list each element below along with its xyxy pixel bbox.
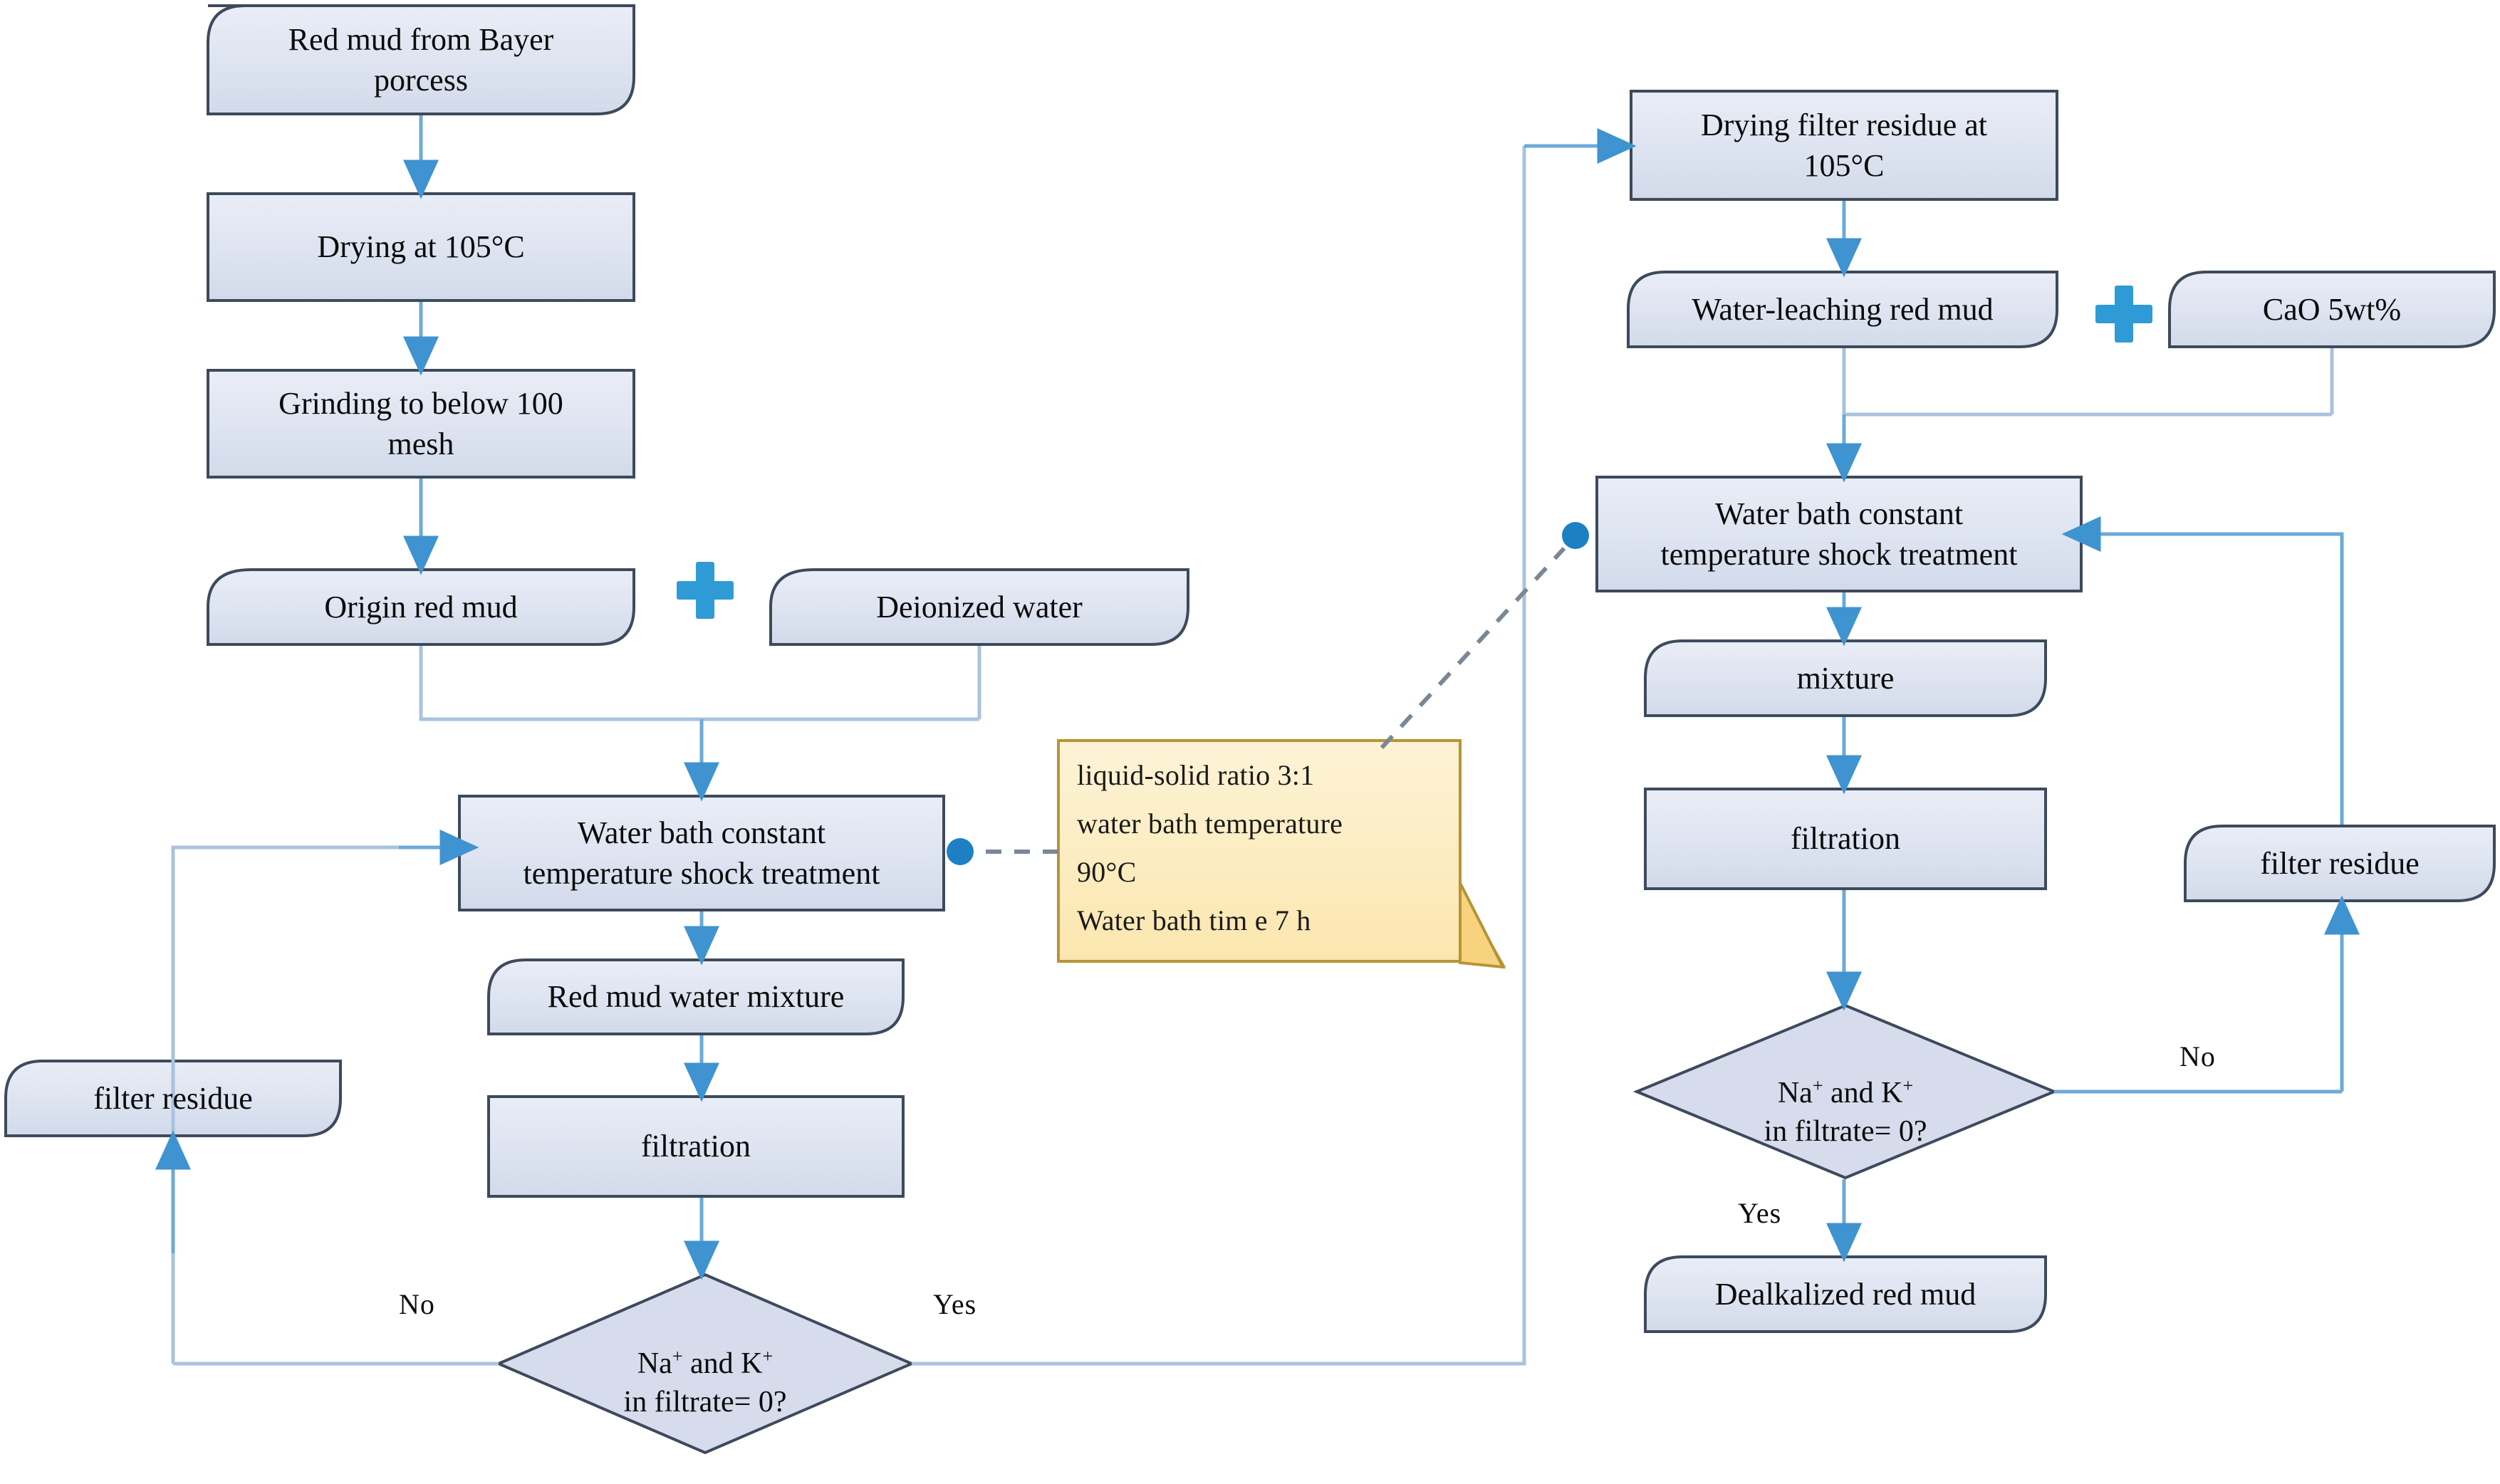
edge-no-loop-right bbox=[2054, 532, 2344, 1094]
edge-label-yes-right: Yes bbox=[1738, 1197, 1782, 1229]
node-shape-mixture[interactable] bbox=[1644, 639, 2047, 717]
node-shape-drying-filter-residue[interactable] bbox=[1630, 90, 2058, 201]
node-shape-red-mud-source[interactable] bbox=[207, 4, 635, 115]
callout-line-4: Water bath tim e 7 h bbox=[1077, 904, 1311, 936]
node-shape-origin-red-mud[interactable] bbox=[207, 568, 635, 646]
node-shape-decision-right[interactable] bbox=[1632, 1003, 2058, 1180]
node-shape-filtration-right[interactable] bbox=[1644, 788, 2047, 890]
edge-yes-left-to-right-column bbox=[912, 146, 1526, 1366]
callout-connector-right bbox=[1380, 522, 1589, 750]
plus-icon-left bbox=[677, 562, 734, 619]
node-shape-drying-105[interactable] bbox=[207, 192, 635, 302]
node-shape-water-bath-right[interactable] bbox=[1595, 476, 2083, 592]
edge-merge-right bbox=[1842, 348, 2334, 417]
node-shape-decision-left[interactable] bbox=[494, 1273, 916, 1455]
callout-line-1: liquid-solid ratio 3:1 bbox=[1077, 759, 1315, 791]
node-shape-dealkalized-red-mud[interactable] bbox=[1644, 1255, 2047, 1333]
callout-shape bbox=[1057, 739, 1506, 969]
callout-line-3: 90°C bbox=[1077, 856, 1137, 888]
edge-merge-left bbox=[419, 646, 981, 721]
node-shape-red-mud-water-mixture[interactable] bbox=[487, 958, 905, 1035]
node-shape-water-bath-left[interactable] bbox=[458, 795, 945, 911]
node-shape-grinding[interactable] bbox=[207, 369, 635, 479]
edge-label-no-right: No bbox=[2179, 1040, 2216, 1072]
node-shape-deionized-water[interactable] bbox=[769, 568, 1189, 646]
node-shape-water-leaching-red-mud[interactable] bbox=[1627, 271, 2058, 348]
plus-icon-right bbox=[2095, 286, 2152, 343]
callout-line-2: water bath temperature bbox=[1077, 808, 1343, 840]
node-shape-filter-residue-right[interactable] bbox=[2184, 825, 2496, 902]
edge-label-yes-left: Yes bbox=[933, 1288, 977, 1320]
node-shape-filtration-left[interactable] bbox=[487, 1095, 905, 1198]
edge-label-no-left: No bbox=[399, 1288, 435, 1320]
node-shape-cao[interactable] bbox=[2168, 271, 2496, 348]
callout-connector-left bbox=[947, 838, 1058, 865]
